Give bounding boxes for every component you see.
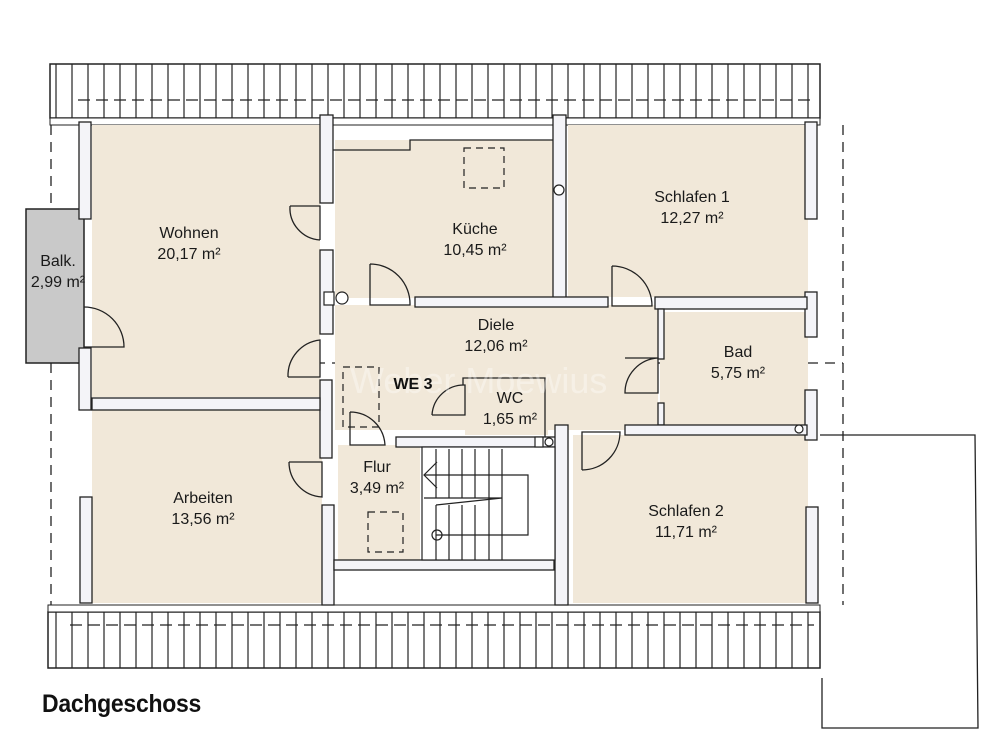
roof-eave-bottom bbox=[47, 604, 821, 669]
room-area: 13,56 m² bbox=[171, 511, 235, 528]
room-label-bad: Bad 5,75 m² bbox=[711, 342, 765, 384]
room-label-wc: WC 1,65 m² bbox=[483, 388, 537, 430]
room-fills bbox=[92, 125, 808, 603]
room-label-arbeiten: Arbeiten 13,56 m² bbox=[171, 488, 234, 530]
room-name: Balk. bbox=[40, 253, 76, 270]
room-name: Arbeiten bbox=[173, 490, 233, 507]
room-area: 2,99 m² bbox=[30, 274, 86, 291]
room-name: Schlafen 1 bbox=[654, 189, 730, 206]
skylights bbox=[342, 147, 505, 553]
room-label-diele: Diele 12,06 m² bbox=[464, 315, 527, 357]
room-area: 5,75 m² bbox=[710, 365, 766, 382]
room-area: 12,06 m² bbox=[464, 338, 528, 355]
room-label-kueche: Küche 10,45 m² bbox=[443, 219, 506, 261]
floor-title: Dachgeschoss bbox=[42, 690, 202, 718]
room-name: Bad bbox=[723, 344, 753, 361]
balcony-area bbox=[25, 208, 85, 364]
room-area: 11,71 m² bbox=[655, 524, 717, 541]
adjacent-structure-outline bbox=[820, 434, 979, 729]
room-label-wohnen: Wohnen 20,17 m² bbox=[157, 223, 220, 265]
room-area: 20,17 m² bbox=[157, 246, 221, 263]
walls bbox=[78, 114, 819, 606]
room-label-schlafen2: Schlafen 2 11,71 m² bbox=[648, 501, 724, 543]
room-label-flur: Flur 3,49 m² bbox=[350, 457, 404, 499]
room-name: Wohnen bbox=[159, 225, 219, 242]
room-name: Schlafen 2 bbox=[648, 503, 724, 520]
room-name: Küche bbox=[452, 221, 498, 238]
room-name: WC bbox=[496, 390, 524, 407]
doors bbox=[83, 205, 659, 498]
room-label-schlafen1: Schlafen 1 12,27 m² bbox=[654, 187, 730, 229]
staircase bbox=[421, 446, 556, 561]
unit-label: WE 3 bbox=[393, 376, 433, 393]
room-name: Diele bbox=[477, 317, 515, 334]
room-area: 12,27 m² bbox=[660, 210, 724, 227]
shaft-symbols bbox=[323, 184, 804, 448]
room-area: 3,49 m² bbox=[349, 480, 405, 497]
roof-eave-top bbox=[49, 63, 821, 126]
room-label-balkon: Balk. 2,99 m² bbox=[31, 251, 85, 293]
room-name: Flur bbox=[363, 459, 391, 476]
room-area: 10,45 m² bbox=[443, 242, 507, 259]
room-area: 1,65 m² bbox=[482, 411, 538, 428]
